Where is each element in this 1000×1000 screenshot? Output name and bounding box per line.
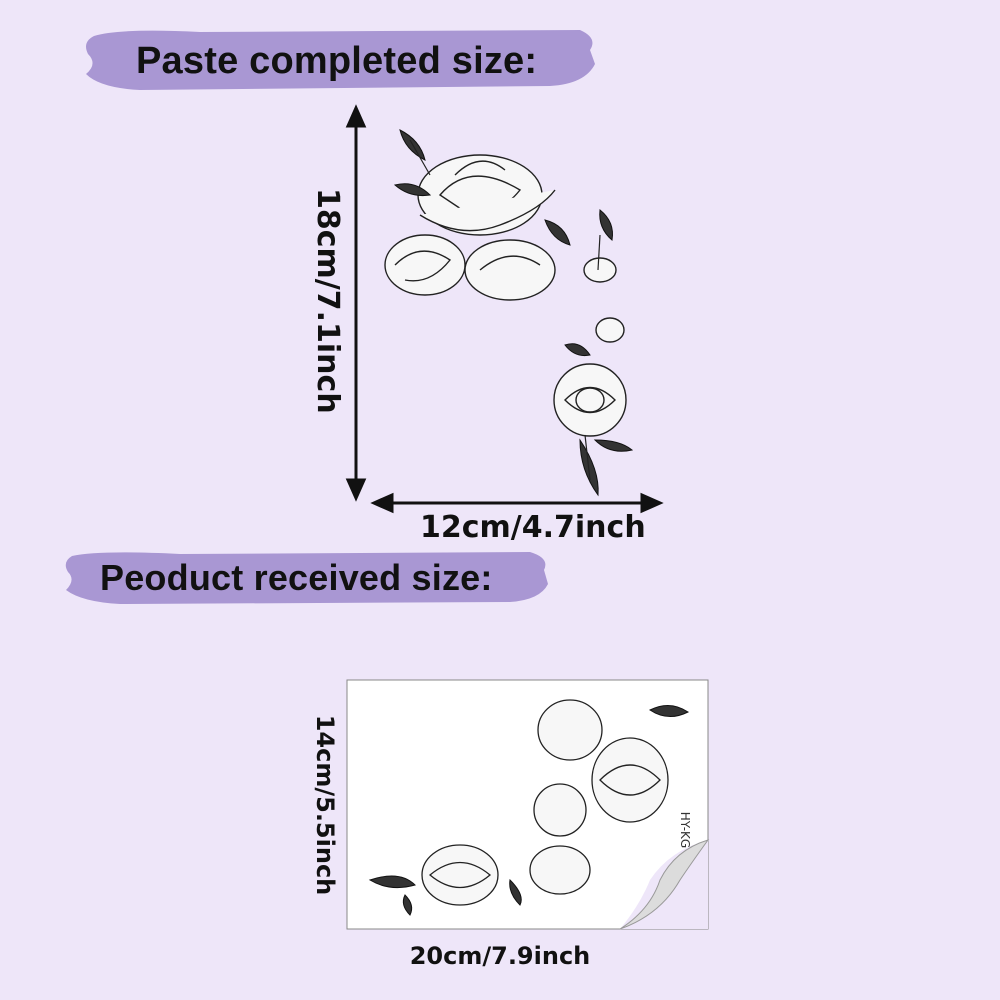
paste-size-banner: Paste completed size: [80,24,600,94]
pasted-width-label: 12cm/4.7inch [420,510,646,545]
paste-size-title: Paste completed size: [136,40,538,82]
received-size-banner: Peoduct received size: [60,546,552,608]
received-product-code: HY-KG [678,811,692,849]
brush-stroke-shape [86,30,595,90]
received-height-label: 14cm/5.5inch [311,714,339,896]
received-width-label: 20cm/7.9inch [409,942,591,970]
received-size-title: Peoduct received size: [100,557,493,598]
brush-stroke-shape [65,552,548,604]
